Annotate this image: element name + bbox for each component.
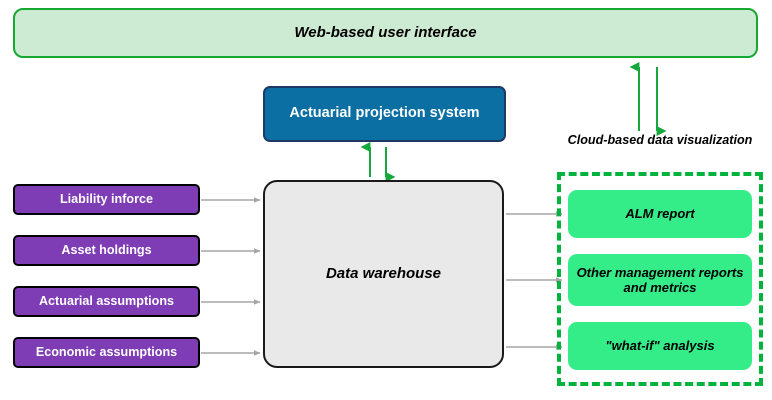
input-node-economic-assumptions[interactable]: Economic assumptions <box>13 337 200 368</box>
web-user-interface-node[interactable]: Web-based user interface <box>13 8 758 58</box>
arrow-warehouse-to-reports-group <box>506 211 563 350</box>
actuarial-projection-system-node[interactable]: Actuarial projection system <box>263 86 506 142</box>
output-node-alm-report[interactable]: ALM report <box>568 190 752 238</box>
arrow-cloud-ui-bidirectional <box>629 62 667 136</box>
input-label-asset-holdings: Asset holdings <box>61 243 152 258</box>
output-label-management-reports: Other management reports and metrics <box>576 264 744 295</box>
output-node-what-if-analysis[interactable]: "what-if" analysis <box>568 322 752 370</box>
input-label-economic-assumptions: Economic assumptions <box>35 345 178 360</box>
data-warehouse-label: Data warehouse <box>325 265 442 283</box>
input-label-actuarial-assumptions: Actuarial assumptions <box>38 294 175 309</box>
data-warehouse-node[interactable]: Data warehouse <box>263 180 504 368</box>
web-user-interface-label: Web-based user interface <box>294 24 477 42</box>
arrow-input-to-warehouse-group <box>201 197 261 356</box>
input-node-actuarial-assumptions[interactable]: Actuarial assumptions <box>13 286 200 317</box>
cloud-visualization-label: Cloud-based data visualization <box>567 133 753 147</box>
actuarial-projection-system-label: Actuarial projection system <box>289 105 480 122</box>
input-label-liability-inforce: Liability inforce <box>59 192 154 207</box>
output-label-what-if-analysis: "what-if" analysis <box>605 338 715 354</box>
input-node-liability-inforce[interactable]: Liability inforce <box>13 184 200 215</box>
cloud-visualization-container <box>557 172 763 386</box>
arrow-warehouse-projection-bidirectional <box>360 142 396 182</box>
input-node-asset-holdings[interactable]: Asset holdings <box>13 235 200 266</box>
output-node-management-reports[interactable]: Other management reports and metrics <box>568 254 752 306</box>
output-label-alm-report: ALM report <box>625 206 695 222</box>
